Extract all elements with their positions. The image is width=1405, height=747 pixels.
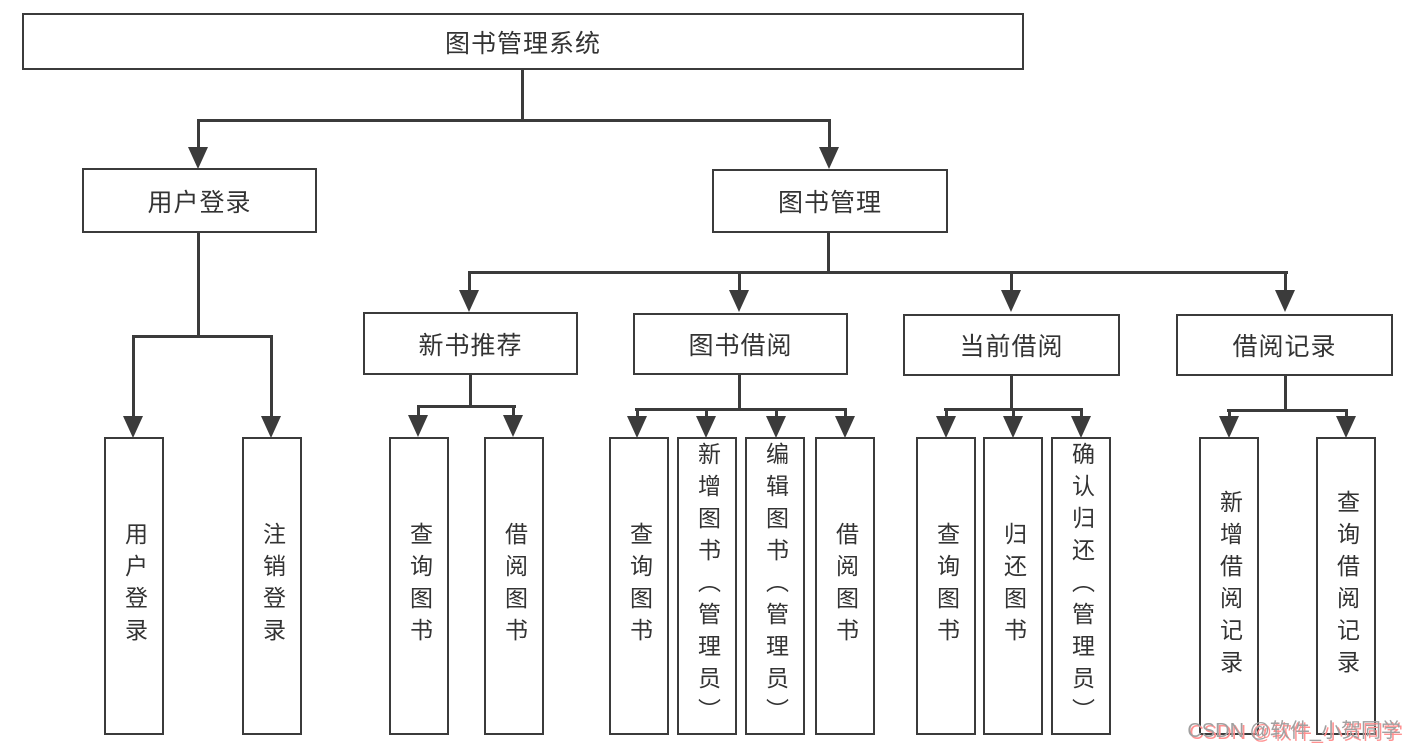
connector-drop-login-leaf (132, 335, 135, 418)
leaf-add-borrow-record-label: 新增借阅记录 (1216, 490, 1243, 682)
leaf-logout: 注销登录 (242, 437, 302, 735)
leaf-query-borrow-record-label: 查询借阅记录 (1333, 490, 1360, 682)
arrow-down-icon (1001, 290, 1021, 312)
leaf-query-book-current: 查询图书 (916, 437, 976, 735)
arrow-down-icon (1275, 290, 1295, 312)
leaf-add-book-admin: 新增图书（管理员） (677, 437, 737, 735)
leaf-query-book-rec-label: 查询图书 (406, 522, 433, 650)
node-book-mgmt-label: 图书管理 (777, 189, 882, 217)
node-book-borrow: 图书借阅 (633, 313, 848, 375)
node-current-borrow-label: 当前借阅 (959, 333, 1064, 361)
leaf-query-book-current-label: 查询图书 (933, 522, 960, 650)
leaf-confirm-return-admin: 确认归还（管理员） (1051, 437, 1111, 735)
connector-drop (1080, 408, 1083, 420)
arrow-down-icon (188, 147, 208, 169)
arrow-down-icon (503, 415, 523, 437)
node-user-login: 用户登录 (82, 168, 317, 233)
node-book-borrow-label: 图书借阅 (688, 332, 793, 360)
connector-drop (1012, 408, 1015, 420)
connector-drop (417, 405, 420, 418)
connector-records-stem (1284, 376, 1287, 412)
connector-drop (512, 405, 515, 418)
connector-drop (1345, 409, 1348, 420)
arrow-down-icon (459, 290, 479, 312)
leaf-add-book-admin-label: 新增图书（管理员） (694, 442, 721, 730)
connector-drop (844, 408, 847, 420)
node-root: 图书管理系统 (22, 13, 1024, 70)
connector-records-branch (1227, 409, 1348, 412)
connector-book-borrow-branch (635, 408, 847, 411)
connector-new-book-stem (469, 375, 472, 408)
connector-root-branch (197, 119, 831, 122)
connector-drop-user-login (197, 119, 200, 152)
arrow-down-icon (1003, 416, 1023, 438)
connector-drop (1228, 409, 1231, 420)
leaf-confirm-return-admin-label: 确认归还（管理员） (1068, 442, 1095, 730)
leaf-return-book-label: 归还图书 (1000, 522, 1027, 650)
leaf-query-borrow-record: 查询借阅记录 (1316, 437, 1376, 735)
leaf-edit-book-admin-label: 编辑图书（管理员） (762, 442, 789, 730)
connector-book-mgmt-stem (827, 233, 830, 274)
arrow-down-icon (729, 290, 749, 312)
leaf-query-book-borrow: 查询图书 (609, 437, 669, 735)
connector-root-stem (521, 70, 524, 119)
connector-drop-borrow (738, 271, 741, 293)
connector-drop-new-book (468, 271, 471, 293)
leaf-query-book-borrow-label: 查询图书 (626, 522, 653, 650)
connector-drop (705, 408, 708, 420)
connector-drop-logout-leaf (270, 335, 273, 418)
arrow-down-icon (1336, 416, 1356, 438)
leaf-logout-label: 注销登录 (259, 522, 286, 650)
arrow-down-icon (1219, 416, 1239, 438)
leaf-edit-book-admin: 编辑图书（管理员） (745, 437, 805, 735)
connector-new-book-branch (417, 405, 516, 408)
arrow-down-icon (408, 415, 428, 437)
arrow-down-icon (936, 416, 956, 438)
arrow-down-icon (819, 147, 839, 169)
node-user-login-label: 用户登录 (147, 188, 252, 217)
connector-drop-current (1010, 271, 1013, 293)
node-current-borrow: 当前借阅 (903, 314, 1120, 376)
leaf-user-login-label: 用户登录 (121, 522, 148, 650)
node-book-mgmt: 图书管理 (712, 169, 948, 233)
arrow-down-icon (627, 416, 647, 438)
connector-user-login-stem (197, 233, 200, 338)
leaf-return-book: 归还图书 (983, 437, 1043, 735)
arrow-down-icon (261, 416, 281, 438)
connector-drop (775, 408, 778, 420)
leaf-borrow-book-label: 借阅图书 (832, 522, 859, 650)
connector-drop-book-mgmt (828, 119, 831, 152)
leaf-user-login: 用户登录 (104, 437, 164, 735)
connector-drop (945, 408, 948, 420)
connector-drop (636, 408, 639, 420)
watermark: CSDN @软件_小贺同学 (1187, 720, 1401, 742)
leaf-borrow-book: 借阅图书 (815, 437, 875, 735)
arrow-down-icon (1071, 416, 1091, 438)
connector-current-stem (1010, 376, 1013, 411)
connector-user-login-branch (132, 335, 273, 338)
arrow-down-icon (123, 416, 143, 438)
node-borrow-records: 借阅记录 (1176, 314, 1393, 376)
leaf-borrow-book-rec-label: 借阅图书 (501, 522, 528, 650)
leaf-add-borrow-record: 新增借阅记录 (1199, 437, 1259, 735)
leaf-query-book-rec: 查询图书 (389, 437, 449, 735)
node-root-label: 图书管理系统 (444, 29, 601, 58)
arrow-down-icon (835, 416, 855, 438)
node-borrow-records-label: 借阅记录 (1232, 333, 1337, 361)
arrow-down-icon (766, 416, 786, 438)
leaf-borrow-book-rec: 借阅图书 (484, 437, 544, 735)
node-new-book-rec: 新书推荐 (363, 312, 578, 375)
connector-drop-records (1284, 271, 1287, 293)
node-new-book-rec-label: 新书推荐 (418, 331, 523, 360)
arrow-down-icon (696, 416, 716, 438)
connector-book-borrow-stem (738, 375, 741, 411)
connector-book-mgmt-branch (468, 271, 1288, 274)
